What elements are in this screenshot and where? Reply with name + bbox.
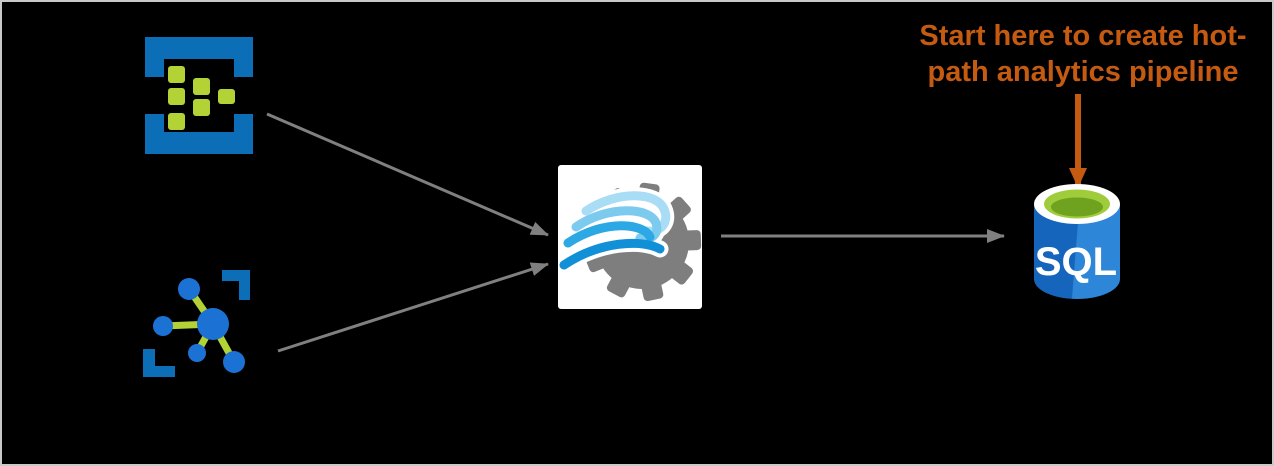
event-hubs-bottom-bracket	[145, 114, 253, 154]
stream-analytics-waves	[559, 191, 671, 270]
iot-hub-corner-bottom-left	[143, 349, 175, 377]
event-hubs-icon	[145, 37, 253, 154]
event-hubs-top-bracket	[145, 37, 253, 77]
annotation-text: Start here to create hot- path analytics…	[880, 18, 1272, 90]
iot-hub-nodes	[153, 278, 245, 373]
sql-cylinder-top-green-dark	[1051, 197, 1103, 217]
sql-database-icon: SQL	[1030, 180, 1124, 304]
annotation-line-2: path analytics pipeline	[927, 56, 1239, 88]
sql-cylinder-body	[1034, 204, 1120, 299]
annotation-line-1: Start here to create hot-	[919, 20, 1247, 52]
arrow-iothub-to-stream	[277, 262, 549, 353]
iot-hub-icon	[143, 270, 250, 377]
stream-analytics-icon	[558, 165, 702, 309]
iot-hub-corner-top-right	[222, 270, 250, 300]
event-hubs-blocks	[168, 66, 235, 130]
arrow-eventhubs-to-stream	[266, 112, 549, 237]
sql-label: SQL	[1035, 240, 1117, 284]
